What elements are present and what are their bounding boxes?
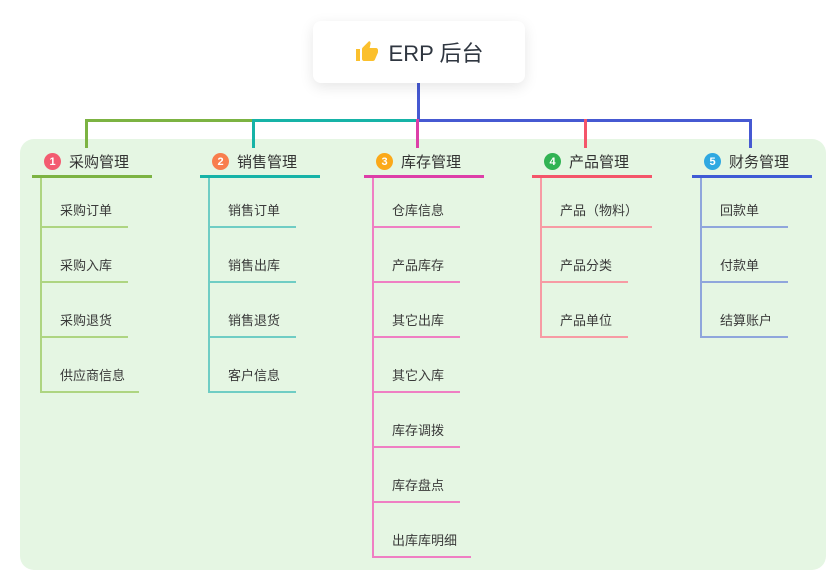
child-node[interactable]: 产品库存 [374, 228, 460, 283]
child-node[interactable]: 客户信息 [210, 338, 296, 393]
child-node[interactable]: 其它出库 [374, 283, 460, 338]
branch-inventory: 3 库存管理 仓库信息 产品库存 其它出库 其它入库 库存调拨 库存盘点 出库库… [364, 148, 484, 558]
child-node[interactable]: 付款单 [702, 228, 788, 283]
child-node[interactable]: 销售退货 [210, 283, 296, 338]
branch-sales: 2 销售管理 销售订单 销售出库 销售退货 客户信息 [200, 148, 320, 393]
child-node[interactable]: 回款单 [702, 178, 788, 228]
branch-finance-children: 回款单 付款单 结算账户 [700, 178, 812, 338]
child-node[interactable]: 产品单位 [542, 283, 628, 338]
child-node[interactable]: 采购入库 [42, 228, 128, 283]
connector-drop-inventory [416, 119, 419, 148]
branch-label: 销售管理 [237, 154, 298, 171]
connector-horizontal-green [85, 119, 255, 122]
branch-purchase-children: 采购订单 采购入库 采购退货 供应商信息 [40, 178, 152, 393]
branch-number-badge: 4 [544, 153, 561, 170]
child-node[interactable]: 库存调拨 [374, 393, 460, 448]
branch-number-badge: 3 [376, 153, 393, 170]
connector-horizontal-teal [252, 119, 419, 122]
thumbs-up-icon [355, 40, 379, 64]
branch-sales-children: 销售订单 销售出库 销售退货 客户信息 [208, 178, 320, 393]
branch-sales-node[interactable]: 2 销售管理 [200, 148, 320, 178]
child-node[interactable]: 采购退货 [42, 283, 128, 338]
branch-finance: 5 财务管理 回款单 付款单 结算账户 [692, 148, 812, 338]
mindmap-panel [20, 139, 826, 570]
branch-inventory-node[interactable]: 3 库存管理 [364, 148, 484, 178]
branch-product-children: 产品（物料） 产品分类 产品单位 [540, 178, 653, 338]
branch-product: 4 产品管理 产品（物料） 产品分类 产品单位 [532, 148, 653, 338]
branch-product-node[interactable]: 4 产品管理 [532, 148, 652, 178]
branch-label: 财务管理 [729, 154, 790, 171]
root-title: ERP 后台 [388, 41, 484, 66]
branch-label: 库存管理 [401, 154, 462, 171]
branch-label: 产品管理 [569, 154, 630, 171]
child-node[interactable]: 结算账户 [702, 283, 788, 338]
child-node[interactable]: 产品分类 [542, 228, 628, 283]
child-node[interactable]: 仓库信息 [374, 178, 460, 228]
connector-drop-purchase [85, 119, 88, 148]
branch-number-badge: 5 [704, 153, 721, 170]
root-node[interactable]: ERP 后台 [313, 21, 525, 83]
branch-number-badge: 2 [212, 153, 229, 170]
branch-purchase: 1 采购管理 采购订单 采购入库 采购退货 供应商信息 [32, 148, 152, 393]
child-node[interactable]: 出库库明细 [374, 503, 472, 558]
connector-drop-sales [252, 119, 255, 148]
branch-label: 采购管理 [69, 154, 130, 171]
connector-drop-product [584, 119, 587, 148]
branch-finance-node[interactable]: 5 财务管理 [692, 148, 812, 178]
child-node[interactable]: 采购订单 [42, 178, 128, 228]
child-node[interactable]: 销售订单 [210, 178, 296, 228]
child-node[interactable]: 销售出库 [210, 228, 296, 283]
branch-inventory-children: 仓库信息 产品库存 其它出库 其它入库 库存调拨 库存盘点 出库库明细 [372, 178, 484, 558]
root-connector-line [417, 83, 420, 121]
branch-number-badge: 1 [44, 153, 61, 170]
child-node[interactable]: 产品（物料） [542, 178, 653, 228]
child-node[interactable]: 供应商信息 [42, 338, 140, 393]
branch-purchase-node[interactable]: 1 采购管理 [32, 148, 152, 178]
child-node[interactable]: 库存盘点 [374, 448, 460, 503]
connector-drop-finance [749, 119, 752, 148]
child-node[interactable]: 其它入库 [374, 338, 460, 393]
